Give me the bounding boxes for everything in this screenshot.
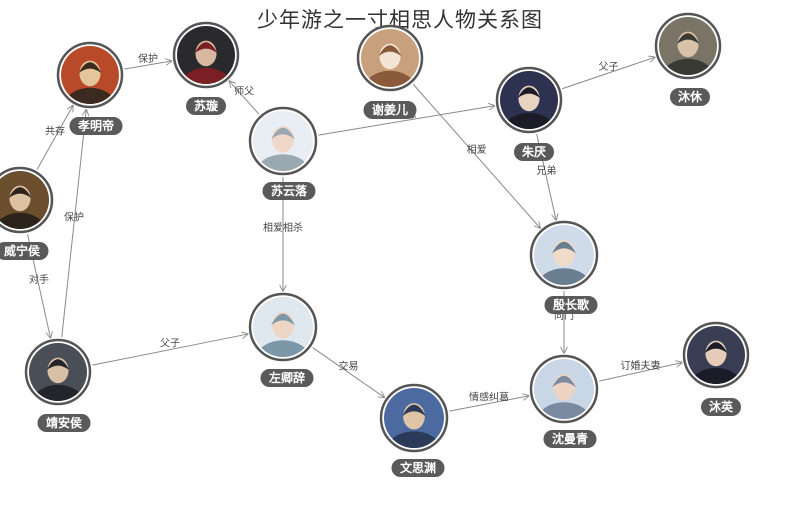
node-zuoqingci[interactable]: 左卿辞 bbox=[248, 292, 318, 387]
node-muxiu[interactable]: 沐休 bbox=[654, 12, 722, 106]
edge-line bbox=[449, 396, 528, 412]
portrait-image bbox=[61, 46, 119, 104]
node-label: 孝明帝 bbox=[77, 118, 114, 133]
node-shenmanqing[interactable]: 沈曼青 bbox=[529, 354, 599, 448]
edge-line bbox=[61, 110, 87, 338]
label-pill bbox=[262, 182, 316, 200]
label-pill bbox=[37, 414, 91, 432]
label-pill bbox=[544, 296, 598, 314]
node-xiaomingdi[interactable]: 孝明帝 bbox=[56, 41, 124, 135]
node-label: 沐休 bbox=[678, 89, 703, 104]
edge-line bbox=[229, 81, 260, 115]
node-zhuyan[interactable]: 朱厌 bbox=[495, 66, 563, 161]
edge-layer: 保护师父暗恋父子相爱兄弟相爱相杀共存保护对手父子交易同门情感纠葛订婚夫妻 bbox=[27, 52, 682, 412]
edge-xiaomingdi-suxuan: 保护 bbox=[124, 52, 171, 70]
node-xiejianger[interactable]: 谢姜儿 bbox=[356, 24, 424, 119]
node-label: 苏璇 bbox=[194, 98, 219, 113]
edge-shenmanqing-muying: 订婚夫妻 bbox=[599, 359, 682, 382]
edge-label: 保护 bbox=[138, 52, 158, 65]
portrait-image bbox=[687, 326, 745, 384]
edge-line bbox=[412, 83, 540, 228]
label-pill bbox=[186, 97, 226, 115]
portrait-image bbox=[253, 297, 313, 357]
edge-line bbox=[318, 106, 495, 136]
edge-label: 共存 bbox=[45, 125, 65, 138]
node-label: 沐英 bbox=[709, 399, 734, 414]
node-label: 文思渊 bbox=[400, 460, 436, 475]
portrait-image bbox=[253, 111, 313, 171]
node-label: 靖安侯 bbox=[46, 415, 83, 430]
edge-label: 父子 bbox=[599, 61, 619, 73]
node-label: 左卿辞 bbox=[268, 370, 305, 385]
node-suxuan[interactable]: 苏璇 bbox=[172, 21, 240, 115]
node-weininghou[interactable]: 威宁侯 bbox=[0, 166, 54, 260]
label-pill bbox=[543, 430, 597, 448]
portrait-image bbox=[29, 343, 87, 401]
edge-zhuyan-muxiu: 父子 bbox=[561, 57, 655, 90]
edge-label: 对手 bbox=[29, 273, 49, 286]
node-wensiyuan[interactable]: 文思渊 bbox=[379, 383, 449, 477]
edge-label: 师父 bbox=[234, 85, 254, 98]
edge-jinganhou-xiaomingdi: 保护 bbox=[61, 110, 87, 338]
label-pill bbox=[69, 117, 123, 135]
portrait-image bbox=[534, 225, 594, 285]
portrait-image bbox=[534, 359, 594, 419]
portrait-image bbox=[659, 17, 717, 75]
node-yinchangge[interactable]: 殷长歌 bbox=[529, 220, 599, 314]
node-label: 谢姜儿 bbox=[372, 102, 408, 117]
portrait-image bbox=[177, 26, 235, 84]
label-pill bbox=[701, 398, 741, 416]
edge-line bbox=[561, 57, 655, 90]
node-label: 威宁侯 bbox=[4, 243, 41, 258]
edge-label: 相爱 bbox=[467, 143, 487, 156]
edge-suyunluo-suxuan: 师父 bbox=[229, 81, 260, 115]
edge-line bbox=[36, 106, 73, 170]
edge-jinganhou-zuoqingci: 父子 bbox=[92, 334, 247, 366]
label-pill bbox=[260, 369, 314, 387]
label-pill bbox=[391, 459, 445, 477]
edge-line bbox=[92, 334, 247, 366]
edge-label: 保护 bbox=[64, 211, 84, 224]
edge-line bbox=[599, 363, 682, 382]
node-label: 苏云落 bbox=[271, 183, 308, 198]
portrait-image bbox=[384, 388, 444, 448]
edge-label: 父子 bbox=[160, 338, 180, 350]
node-label: 殷长歌 bbox=[553, 297, 590, 312]
edge-xiejianger-yinchangge: 相爱 bbox=[412, 83, 540, 228]
edge-label: 相爱相杀 bbox=[263, 221, 303, 234]
edge-zuoqingci-wensiyuan: 交易 bbox=[312, 347, 385, 398]
edge-line bbox=[312, 347, 385, 398]
edge-weininghou-xiaomingdi: 共存 bbox=[36, 106, 73, 170]
label-pill bbox=[363, 101, 417, 119]
label-pill bbox=[0, 242, 49, 260]
node-label: 朱厌 bbox=[522, 144, 546, 159]
portrait-image bbox=[361, 29, 419, 87]
portrait-image bbox=[0, 171, 49, 229]
edge-label: 情感纠葛 bbox=[469, 391, 509, 404]
node-label: 沈曼青 bbox=[552, 431, 588, 446]
node-jinganhou[interactable]: 靖安侯 bbox=[24, 338, 92, 432]
label-pill bbox=[514, 143, 554, 161]
node-suyunluo[interactable]: 苏云落 bbox=[248, 106, 318, 200]
edge-line bbox=[124, 61, 171, 70]
edge-label: 订婚夫妻 bbox=[620, 359, 660, 372]
label-pill bbox=[670, 88, 710, 106]
node-muying[interactable]: 沐英 bbox=[682, 321, 750, 416]
portrait-image bbox=[500, 71, 558, 129]
edge-label: 交易 bbox=[339, 360, 359, 373]
edge-wensiyuan-shenmanqing: 情感纠葛 bbox=[449, 391, 528, 412]
edge-label: 兄弟 bbox=[536, 165, 556, 177]
